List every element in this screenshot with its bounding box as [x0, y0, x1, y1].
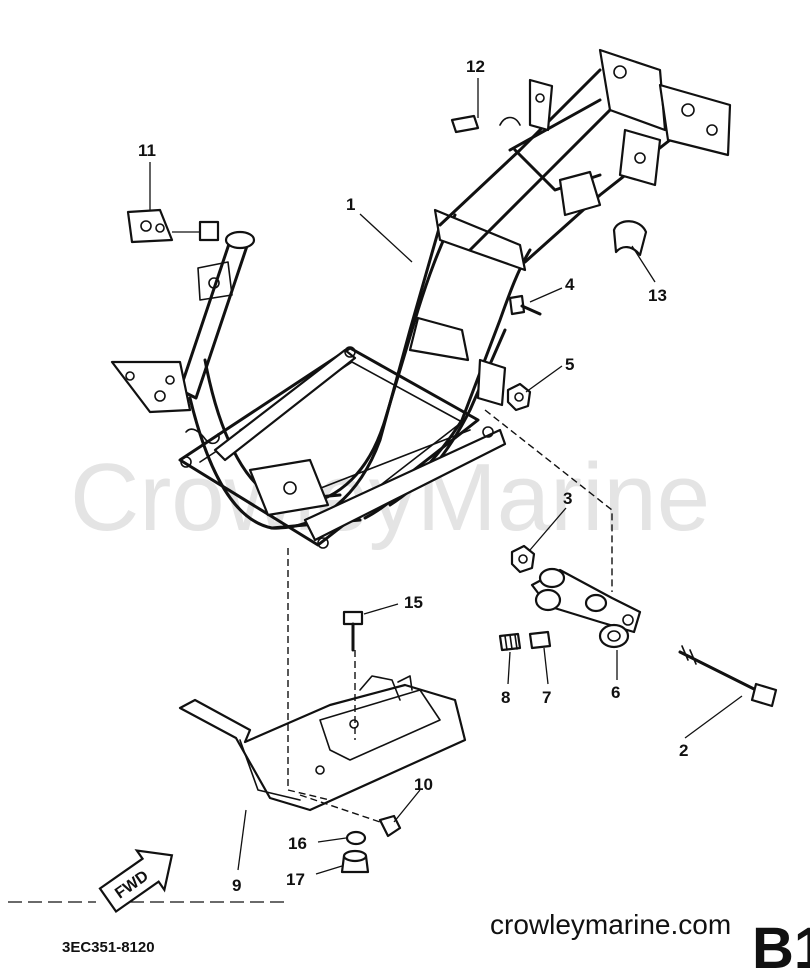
callout-4: 4 [565, 275, 575, 294]
fwd-arrow-icon: FWD [98, 849, 174, 914]
engine-mount-link [530, 567, 642, 634]
callout-6: 6 [611, 683, 620, 702]
assembly-line-screw-10 [299, 794, 381, 823]
callout-1: 1 [346, 195, 355, 214]
callout-11: 11 [138, 141, 156, 160]
part-3-nut [510, 544, 536, 574]
callout-3: 3 [563, 489, 572, 508]
part-5-nut [506, 382, 532, 412]
callout-13: 13 [648, 286, 667, 305]
diagram-code: 3EC351-8120 [62, 939, 155, 956]
part-13-cover [612, 220, 648, 257]
site-label: crowleymarine.com [490, 909, 731, 940]
part-4-bolt [508, 294, 542, 316]
callout-9: 9 [232, 876, 241, 895]
callout-17: 17 [286, 870, 305, 889]
part-7-collar [528, 630, 552, 650]
part-16-washer [345, 830, 367, 846]
part-17-grommet [340, 849, 370, 874]
leader-lines [149, 78, 743, 875]
part-8-bushing [498, 632, 522, 652]
part-2-bolt [678, 645, 778, 708]
callout-2: 2 [679, 741, 688, 760]
callout-12: 12 [466, 57, 485, 76]
callout-8: 8 [501, 688, 510, 707]
part-15-bolt [342, 610, 364, 652]
part-12-pad [450, 114, 480, 134]
callout-5: 5 [565, 355, 574, 374]
part-6-bushing [598, 623, 630, 649]
section-label: B1 [752, 916, 810, 970]
callout-15: 15 [404, 593, 423, 612]
callout-16: 16 [288, 834, 307, 853]
callout-10: 10 [414, 775, 433, 794]
part-9-under-cover [178, 675, 467, 812]
part-11-bracket [126, 208, 220, 244]
callout-7: 7 [542, 688, 551, 707]
frame-assembly [110, 48, 732, 549]
assembly-line-frame-to-cover [287, 548, 331, 801]
